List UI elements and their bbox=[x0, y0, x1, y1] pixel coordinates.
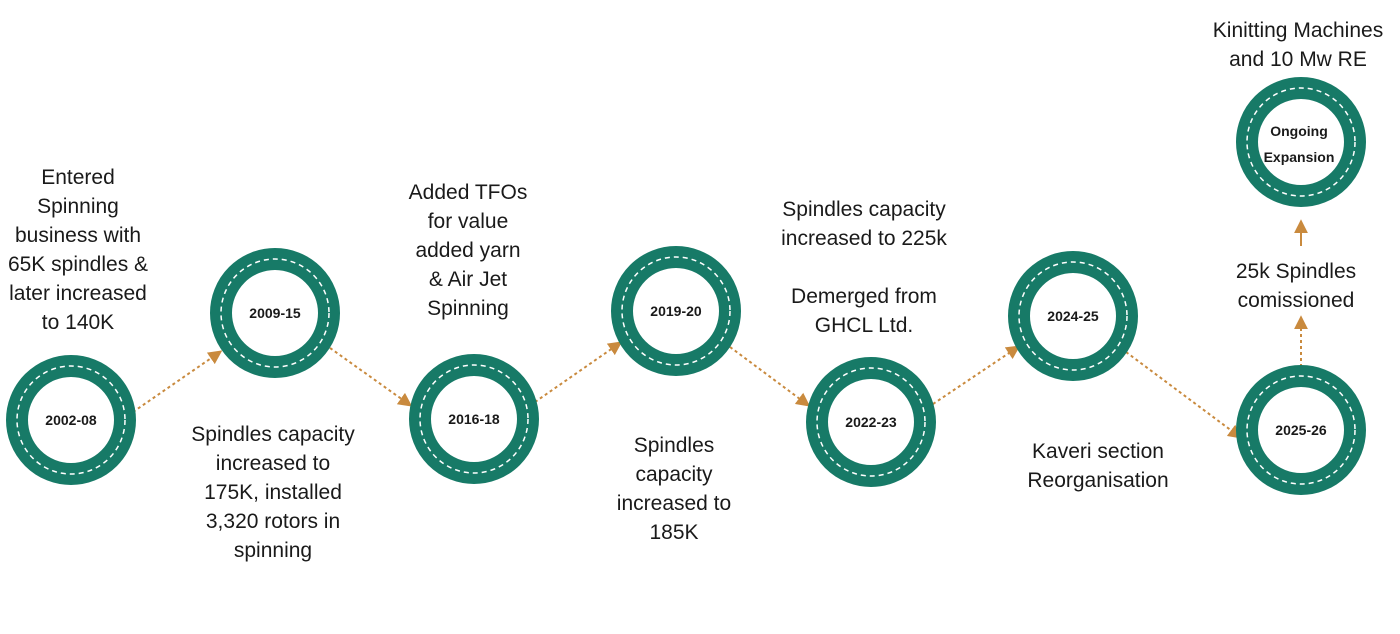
milestone-label-2: 2009-15 bbox=[249, 305, 301, 321]
milestone-node-4: 2019-20 bbox=[611, 246, 741, 376]
milestone-description-2: Spindles capacity increased to 175K, ins… bbox=[191, 423, 355, 562]
milestone-node-8: Ongoing Expansion bbox=[1236, 77, 1366, 207]
milestone-label-3: 2016-18 bbox=[448, 411, 500, 427]
milestone-description-8: Kinitting Machines and 10 Mw RE bbox=[1212, 19, 1384, 71]
milestone-description-4: Spindles capacity increased to 185K bbox=[616, 434, 732, 544]
connector-arrow-3 bbox=[534, 341, 623, 403]
milestone-description-6: Kaveri section Reorganisation bbox=[1027, 440, 1169, 492]
milestone-label-5: 2022-23 bbox=[845, 414, 897, 430]
milestone-node-7: 2025-26 bbox=[1236, 365, 1366, 495]
connector-arrow-6 bbox=[1125, 351, 1243, 439]
milestone-node-6: 2024-25 bbox=[1008, 251, 1138, 381]
milestone-label-8-line2: Expansion bbox=[1264, 149, 1335, 165]
milestone-description-7: 25k Spindles comissioned bbox=[1235, 260, 1357, 312]
connector-arrow-4 bbox=[729, 346, 811, 407]
milestone-label-1: 2002-08 bbox=[45, 412, 97, 428]
milestone-node-1: 2002-08 bbox=[6, 355, 136, 485]
milestone-label-7: 2025-26 bbox=[1275, 422, 1327, 438]
milestone-node-3: 2016-18 bbox=[409, 354, 539, 484]
milestone-description-5: Spindles capacity increased to 225k Deme… bbox=[781, 198, 947, 337]
milestone-label-6: 2024-25 bbox=[1047, 308, 1099, 324]
connector-arrow-2 bbox=[329, 347, 413, 407]
milestone-node-5: 2022-23 bbox=[806, 357, 936, 487]
milestone-label-4: 2019-20 bbox=[650, 303, 702, 319]
connectors bbox=[132, 219, 1308, 439]
milestone-description-1: Entered Spinning business with 65K spind… bbox=[7, 166, 149, 334]
milestone-node-2: 2009-15 bbox=[210, 248, 340, 378]
connector-arrow-5 bbox=[932, 345, 1021, 405]
milestone-description-3: Added TFOs for value added yarn & Air Je… bbox=[408, 181, 528, 320]
milestone-label-8-line1: Ongoing bbox=[1270, 123, 1328, 139]
connector-arrow-1 bbox=[132, 350, 223, 413]
